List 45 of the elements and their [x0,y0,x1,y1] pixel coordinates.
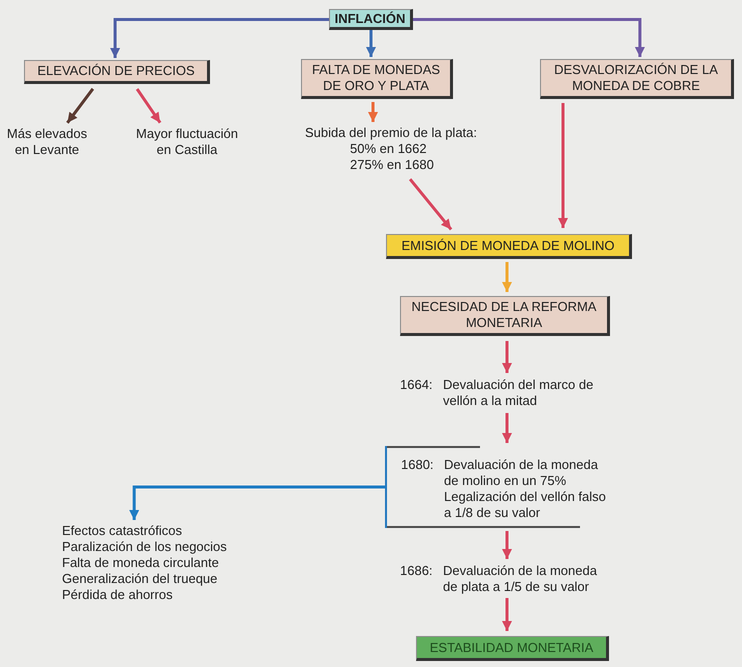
effect-text: Pérdida de ahorros [62,587,173,603]
root-box [329,9,413,30]
arrow [413,18,645,57]
effect-text: Falta de moneda circulante [62,555,219,571]
note-text: Mayor fluctuación en Castilla [135,126,239,158]
effect-text: Paralización de los negocios [62,539,227,555]
event-text: Devaluación de la moneda de plata a 1/5 de su valor [443,563,598,595]
arrow [408,178,452,230]
box-text: ESTABILIDAD MONETARIA [430,640,594,656]
note-text: 50% en 1662 [349,141,427,157]
arrow [129,486,385,520]
box-text: NECESIDAD DE LA REFORMA MONETARIA [410,299,598,331]
effect-text: Efectos catastróficos [62,523,182,539]
concept-box [400,296,610,336]
note-text: 275% en 1680 [349,157,434,173]
arrow [366,30,376,57]
year-label: 1664: [400,377,434,393]
concept-box [24,60,210,84]
concept-box [540,59,734,99]
note-text: Subida del premio de la plata: [305,125,478,141]
arrow [502,262,512,292]
result-box [416,636,609,661]
box-text: EMISIÓN DE MONEDA DE MOLINO [401,238,615,254]
arrow [502,531,512,559]
concept-box [301,59,453,99]
arrow [558,103,568,228]
year-label: 1686: [400,563,434,579]
arrow [136,88,162,124]
effect-text: Generalización del trueque [62,571,218,587]
box-text: ELEVACIÓN DE PRECIOS [37,63,195,79]
box-text: FALTA DE MONEDAS DE ORO Y PLATA [310,62,442,94]
event-text: Devaluación de la moneda de molino en un 75% [444,457,599,489]
box-text: INFLACIÓN [334,10,406,26]
arrow [502,413,512,443]
note-text: Más elevados en Levante [6,126,88,158]
event-box [386,234,632,259]
arrow [502,598,512,631]
event-text: Legalización del vellón falso a 1/8 de su valor [444,489,607,521]
arrow [66,88,94,124]
event-text: Devaluación del marco de vellón a la mitad [443,377,594,409]
arrow [368,102,378,122]
year-label: 1680: [401,457,435,473]
box-text: DESVALORIZACIÓN DE LA MONEDA DE COBRE [553,62,719,94]
arrow [110,18,329,58]
arrow [502,341,512,373]
